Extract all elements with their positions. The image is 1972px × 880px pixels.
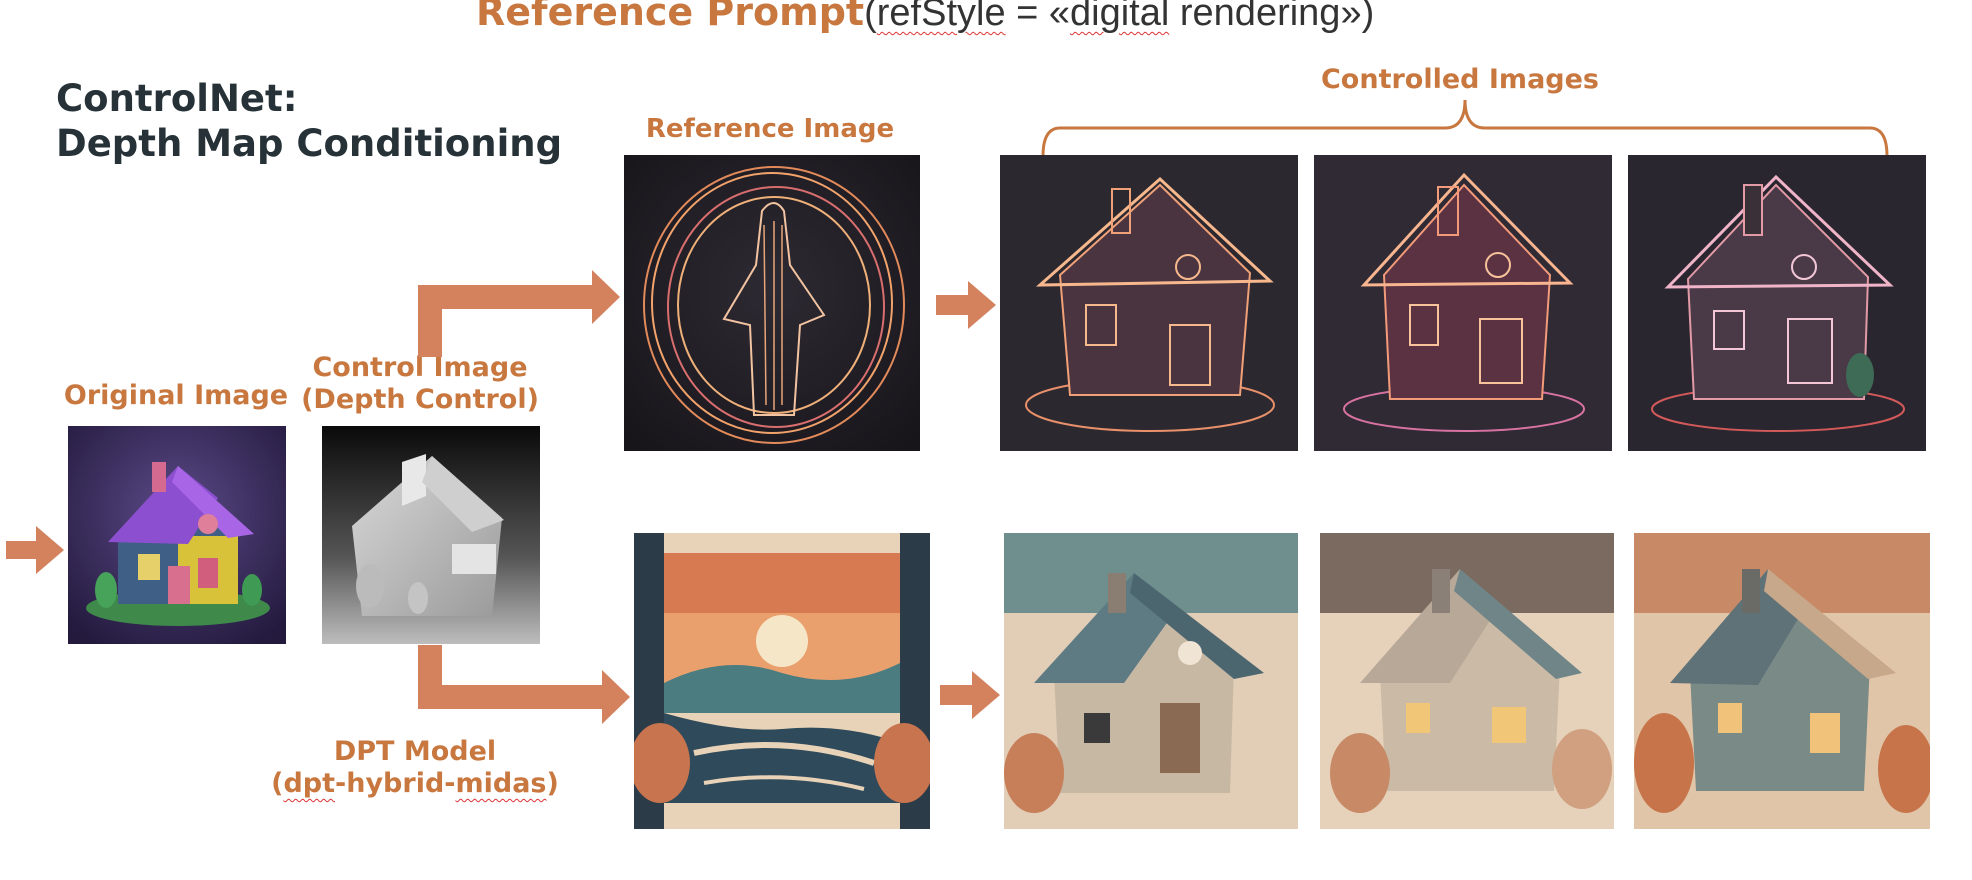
wireframe-house-2	[1314, 155, 1612, 451]
original-image	[68, 426, 286, 644]
page-title-line1: ControlNet:	[56, 77, 298, 120]
style-image	[634, 533, 930, 829]
styled-image-3	[1634, 533, 1930, 829]
reference-image	[624, 155, 920, 451]
arrow-to-controlled-bottom	[940, 671, 1000, 719]
arrow-entry	[6, 526, 64, 574]
papercut-house-2	[1320, 533, 1614, 829]
light-painting-illustration	[624, 155, 920, 451]
papercut-house-3	[1634, 533, 1930, 829]
arrow-to-controlled-top	[936, 281, 996, 329]
house-illustration	[68, 426, 286, 644]
papercut-house-1	[1004, 533, 1298, 829]
depth-map-illustration	[322, 426, 540, 644]
styled-image-1	[1004, 533, 1298, 829]
page-title: ControlNet: Depth Map Conditioning	[56, 76, 562, 166]
reference-image-label: Reference Image	[645, 114, 895, 144]
papercut-landscape-illustration	[634, 533, 930, 829]
controlled-image-1	[1000, 155, 1298, 451]
control-image	[322, 426, 540, 644]
arrow-to-style	[418, 645, 630, 724]
arrow-to-reference	[418, 270, 620, 357]
dpt-model-label: DPT Model (dpt-hybrid-midas)	[271, 736, 559, 799]
wireframe-house-1	[1000, 155, 1298, 451]
original-image-label: Original Image	[63, 380, 289, 411]
styled-image-2	[1320, 533, 1614, 829]
controlled-image-3	[1628, 155, 1926, 451]
controlled-image-2	[1314, 155, 1612, 451]
control-image-label: Control Image (Depth Control)	[301, 352, 539, 415]
reference-prompt-title: Reference Prompt	[476, 0, 865, 34]
reference-prompt: Reference Prompt(refStyle = «digital ren…	[476, 0, 1374, 35]
controlled-images-brace	[1041, 99, 1889, 157]
page-title-line2: Depth Map Conditioning	[56, 122, 563, 165]
wireframe-house-3	[1628, 155, 1926, 451]
reference-prompt-code: (refStyle = «digital rendering»)	[864, 0, 1375, 34]
controlled-images-label: Controlled Images	[1320, 64, 1599, 95]
